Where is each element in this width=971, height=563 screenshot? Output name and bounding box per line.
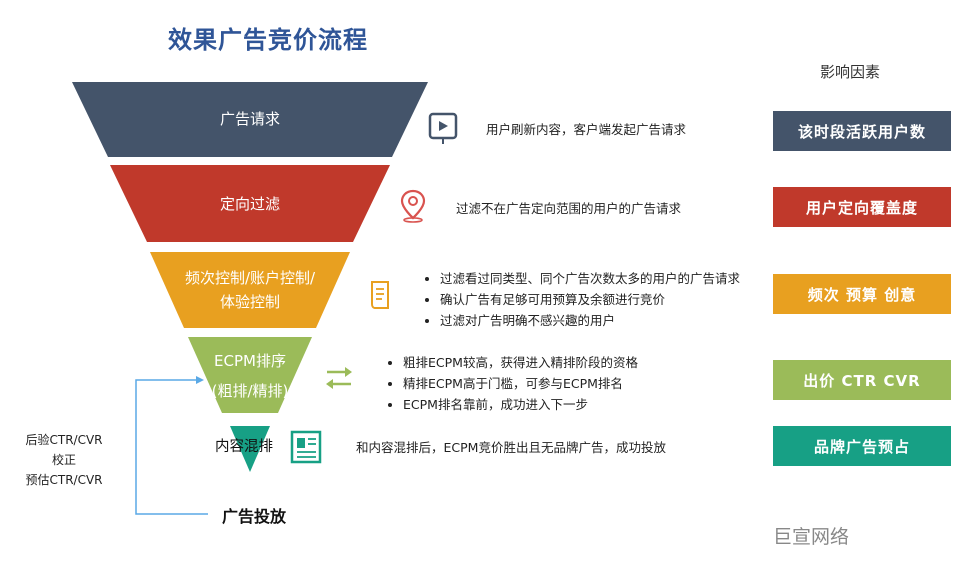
document-icon <box>371 281 389 309</box>
factor-brand-preemption: 品牌广告预占 <box>773 426 951 466</box>
stage-label-frequency: 频次控制/账户控制/ 体验控制 <box>170 266 330 314</box>
factor-active-users: 该时段活跃用户数 <box>773 111 951 151</box>
filter-arrows-icon <box>326 367 352 389</box>
desc-ecpm-item: ECPM排名靠前，成功进入下一步 <box>403 394 638 415</box>
desc-targeting: 过滤不在广告定向范围的用户的广告请求 <box>456 201 682 216</box>
desc-request: 用户刷新内容，客户端发起广告请求 <box>486 122 687 137</box>
desc-ecpm: 粗排ECPM较高，获得进入精排阶段的资格 精排ECPM高于门槛，可参与ECPM排… <box>389 352 638 415</box>
desc-ecpm-item: 粗排ECPM较高，获得进入精排阶段的资格 <box>403 352 638 373</box>
stage-label-mix: 内容混排 <box>215 439 273 455</box>
desc-frequency-item: 确认广告有足够可用预算及余额进行竞价 <box>440 289 740 310</box>
factor-targeting-coverage: 用户定向覆盖度 <box>773 187 951 227</box>
desc-mix: 和内容混排后，ECPM竞价胜出且无品牌广告，成功投放 <box>356 440 666 455</box>
desc-frequency-item: 过滤看过同类型、同个广告次数太多的用户的广告请求 <box>440 268 740 289</box>
funnel-stage-targeting <box>110 165 390 242</box>
stage-label-frequency-line1: 频次控制/账户控制/ <box>184 269 316 287</box>
loop-label-line3: 预估CTR/CVR <box>25 473 103 487</box>
factors-title: 影响因素 <box>820 63 881 81</box>
stage-label-ecpm: ECPM排序 (粗排/精排) <box>190 346 310 406</box>
stage-label-ecpm-line1: ECPM排序 <box>214 352 286 370</box>
video-icon <box>428 112 458 144</box>
factor-frequency-budget-creative: 频次 预算 创意 <box>773 274 951 314</box>
loop-connector <box>135 379 208 515</box>
stage-label-frequency-line2: 体验控制 <box>219 293 280 311</box>
desc-frequency-item: 过滤对广告明确不感兴趣的用户 <box>440 310 740 331</box>
loop-arrow-head <box>196 376 204 384</box>
stage-label-targeting: 定向过滤 <box>219 195 280 213</box>
stage-label-request: 广告请求 <box>219 110 280 128</box>
final-stage-label: 广告投放 <box>222 507 287 526</box>
desc-ecpm-item: 精排ECPM高于门槛，可参与ECPM排名 <box>403 373 638 394</box>
page-title: 效果广告竞价流程 <box>168 26 368 54</box>
article-icon <box>290 430 322 464</box>
location-pin-icon <box>400 189 426 223</box>
funnel-stage-mix <box>230 426 270 472</box>
loop-label: 后验CTR/CVR 校正 预估CTR/CVR <box>14 430 114 490</box>
brand-watermark: 巨宣网络 <box>773 526 850 548</box>
factor-bid-ctr-cvr: 出价 CTR CVR <box>773 360 951 400</box>
funnel-stage-ecpm <box>188 337 312 413</box>
funnel-stage-request <box>72 82 428 157</box>
loop-label-line2: 校正 <box>51 453 76 467</box>
stage-label-ecpm-line2: (粗排/精排) <box>211 382 289 400</box>
funnel-stage-frequency <box>150 252 350 328</box>
loop-label-line1: 后验CTR/CVR <box>25 433 103 447</box>
desc-frequency: 过滤看过同类型、同个广告次数太多的用户的广告请求 确认广告有足够可用预算及余额进… <box>426 268 740 331</box>
